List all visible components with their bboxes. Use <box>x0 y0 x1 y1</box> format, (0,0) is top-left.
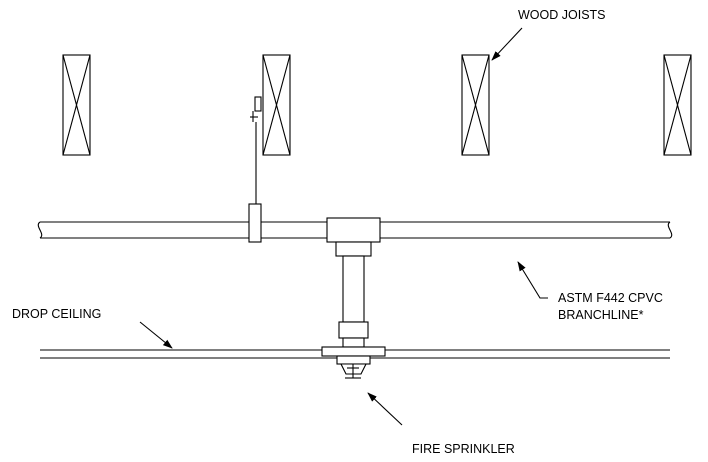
pipe-hanger <box>248 96 262 243</box>
wood-joist-3 <box>461 54 490 156</box>
drop-ceiling-arrow <box>139 321 173 349</box>
wood-joists-arrow <box>491 27 523 61</box>
wood-joist-2 <box>262 54 291 156</box>
cpvc-branchline-pipe <box>37 221 673 239</box>
fire-sprinkler-arrow <box>367 392 403 426</box>
fire-sprinkler-head <box>321 346 386 379</box>
branchline-label-line2: BRANCHLINE* <box>558 308 644 322</box>
drop-pipe <box>338 255 369 348</box>
wood-joists-label: WOOD JOISTS <box>518 8 606 22</box>
branchline-arrow <box>517 261 548 299</box>
wood-joist-1 <box>62 54 91 156</box>
fire-sprinkler-label: FIRE SPRINKLER <box>412 442 515 456</box>
wood-joist-4 <box>663 54 692 156</box>
tee-fitting <box>326 217 381 257</box>
drop-ceiling-label: DROP CEILING <box>12 307 101 321</box>
branchline-label-line1: ASTM F442 CPVC <box>558 291 663 305</box>
